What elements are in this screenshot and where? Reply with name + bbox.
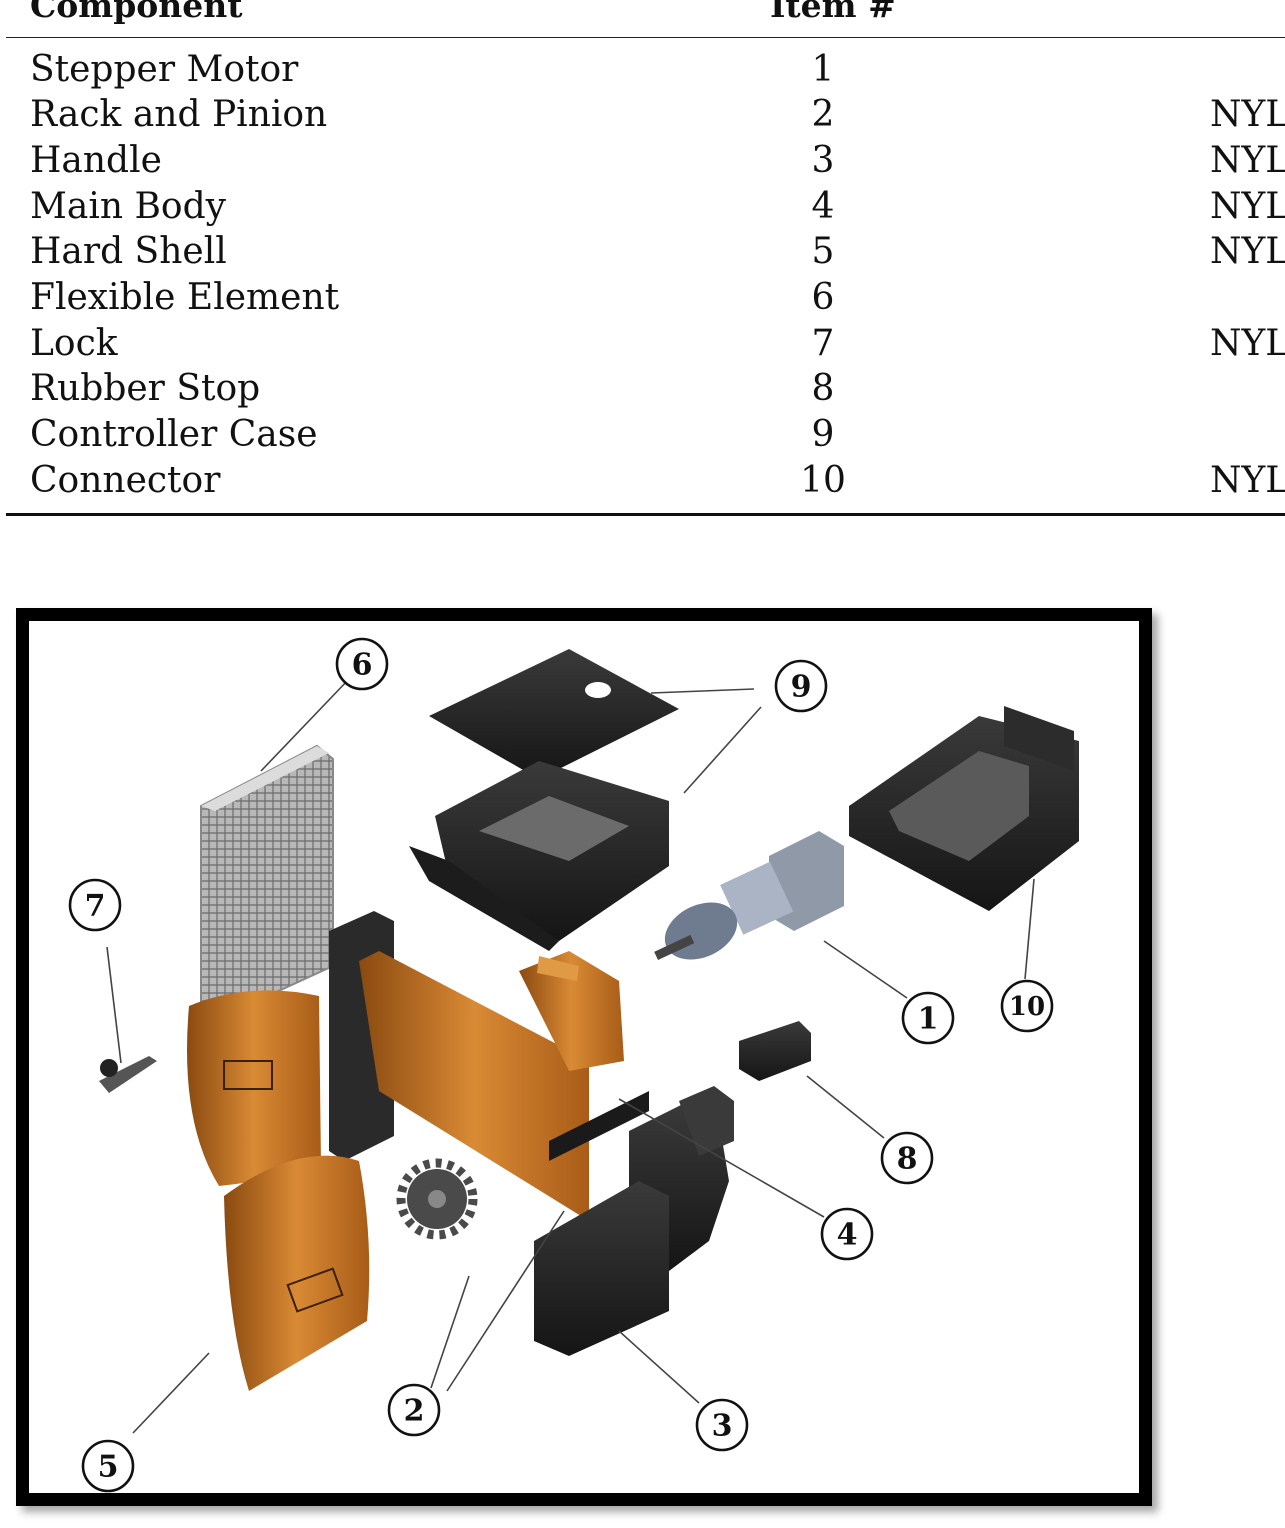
item-number: 5 [811, 231, 835, 272]
callout-5: 5 [81, 1439, 135, 1493]
material: NYL [1210, 94, 1285, 135]
table-row: Handle 3 NYL [0, 138, 1285, 184]
callout-label: 3 [712, 1409, 733, 1444]
pinion-gear [396, 1158, 478, 1240]
material: NYL [1210, 186, 1285, 227]
table-row: Controller Case 9 [0, 412, 1285, 458]
handle-part [534, 1086, 734, 1356]
component-name: Stepper Motor [30, 49, 299, 90]
header-rule [6, 37, 1285, 38]
header-item: Item # [770, 0, 896, 25]
exploded-view-drawing: 1 2 3 4 5 6 7 8 [68, 637, 1079, 1493]
callout-1: 1 [901, 991, 955, 1045]
table-row: Stepper Motor 1 [0, 47, 1285, 93]
callout-3: 3 [695, 1398, 749, 1452]
callout-label: 4 [837, 1218, 858, 1253]
rubber-stop [739, 1021, 811, 1081]
table-row: Hard Shell 5 NYL [0, 229, 1285, 275]
callout-10: 10 [1000, 979, 1054, 1033]
callout-label: 9 [791, 670, 812, 705]
callout-9: 9 [774, 659, 828, 713]
callout-4: 4 [820, 1207, 874, 1261]
hard-shell-lower [224, 1155, 370, 1391]
table-row: Rack and Pinion 2 NYL [0, 92, 1285, 138]
callout-label: 5 [98, 1450, 119, 1485]
flexible-element [200, 744, 334, 1003]
table-row: Lock 7 NYL [0, 321, 1285, 367]
component-name: Main Body [30, 186, 226, 227]
main-body [329, 911, 649, 1221]
material: NYL [1210, 323, 1285, 364]
component-table: Component Item # Stepper Motor 1 Rack an… [0, 0, 1285, 520]
callout-8: 8 [880, 1131, 934, 1185]
table-row: Connector 10 NYL [0, 458, 1285, 504]
callout-label: 1 [918, 1002, 939, 1037]
callout-label: 2 [404, 1394, 425, 1429]
item-number: 9 [811, 414, 835, 455]
header-component: Component [30, 0, 243, 25]
callout-label: 8 [897, 1142, 918, 1177]
component-name: Handle [30, 140, 162, 181]
connector-part [849, 706, 1079, 911]
component-name: Controller Case [30, 414, 318, 455]
item-number: 7 [811, 323, 835, 364]
hard-shell-upper [187, 990, 321, 1186]
item-number: 6 [811, 277, 835, 318]
callout-label: 7 [85, 889, 106, 924]
exploded-view-figure: 1 2 3 4 5 6 7 8 [16, 608, 1152, 1506]
table-row: Flexible Element 6 [0, 275, 1285, 321]
item-number: 2 [811, 94, 835, 135]
material: NYL [1210, 231, 1285, 272]
item-number: 3 [811, 140, 835, 181]
bottom-rule [6, 513, 1285, 516]
item-number: 10 [800, 460, 846, 501]
component-name: Lock [30, 323, 118, 364]
component-name: Rack and Pinion [30, 94, 328, 135]
component-name: Connector [30, 460, 221, 501]
material: NYL [1210, 140, 1285, 181]
stepper-motor [654, 831, 844, 960]
callout-6: 6 [335, 637, 389, 691]
item-number: 4 [811, 186, 835, 227]
component-name: Rubber Stop [30, 368, 261, 409]
item-number: 8 [811, 368, 835, 409]
callout-label: 6 [352, 648, 373, 683]
callout-label: 10 [1009, 992, 1045, 1022]
material: NYL [1210, 460, 1285, 501]
callout-2: 2 [387, 1383, 441, 1437]
callout-7: 7 [68, 878, 122, 932]
component-name: Hard Shell [30, 231, 227, 272]
leader-lines [106, 678, 1035, 1434]
table-row: Main Body 4 NYL [0, 184, 1285, 230]
table-row: Rubber Stop 8 [0, 366, 1285, 412]
lock-part [99, 1056, 157, 1093]
controller-case [409, 649, 679, 951]
item-number: 1 [811, 49, 835, 90]
component-name: Flexible Element [30, 277, 340, 318]
